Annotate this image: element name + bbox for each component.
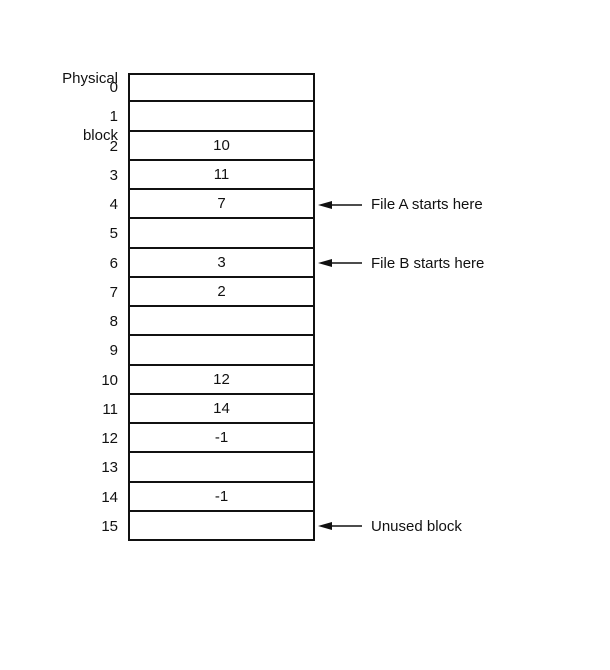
table-row: 11 14 [0,394,484,424]
annotation-label: File B starts here [371,254,485,272]
row-index-label: 13 [101,459,118,477]
row-index-label: 7 [109,283,118,301]
table-row: 3 11 [0,160,484,190]
fat-entry-cell [128,219,315,249]
row-index-label: 11 [102,400,118,418]
fat-entry-cell [128,511,315,541]
left-arrow-icon [318,200,362,209]
physical-block-label-line1: Physical [62,70,118,87]
row-annotation: File A starts here [318,190,483,219]
fat-entry-cell: 11 [128,160,315,190]
table-row: 1 [0,102,484,132]
annotation-label: Unused block [371,517,462,535]
row-annotation: File B starts here [318,249,484,278]
fat-entry-cell [128,73,315,103]
row-index-label: 6 [109,254,118,272]
table-row: 2 10 [0,131,484,161]
row-index-label: 14 [101,488,118,506]
fat-entry-cell: -1 [128,424,315,454]
fat-entry-cell [128,453,315,483]
fat-entry-cell: 2 [128,277,315,307]
table-row: 9 [0,336,484,366]
table-row: 8 [0,307,484,337]
row-index-label: 4 [109,196,118,214]
row-index-label: 12 [101,430,118,448]
row-annotation: Unused block [318,512,462,541]
row-index-label: 1 [109,108,118,126]
fat-entry-cell: 12 [128,365,315,395]
table-row: 5 [0,219,484,249]
physical-block-label-line2: block [82,127,118,144]
fat-entry-cell [128,336,315,366]
fat-entry-cell: 3 [128,248,315,278]
physical-block-label: Physical block [0,31,118,183]
table-row: 12 -1 [0,424,484,454]
table-row: 0 [0,73,484,103]
table-row: 13 [0,453,484,483]
fat-entry-cell: 14 [128,394,315,424]
annotation-label: File A starts here [371,196,483,214]
table-row: 14 -1 [0,482,484,512]
row-index-label: 0 [109,79,118,97]
row-index-label: 2 [109,137,118,155]
table-row: 10 12 [0,365,484,395]
fat-entry-cell: 10 [128,131,315,161]
fat-entry-cell [128,307,315,337]
row-index-label: 8 [109,313,118,331]
fat-entry-cell: 7 [128,190,315,220]
row-index-label: 9 [109,342,118,360]
left-arrow-icon [318,259,362,268]
left-arrow-icon [318,522,362,531]
row-index-label: 10 [101,371,118,389]
row-index-label: 15 [101,517,118,535]
row-index-label: 5 [109,225,118,243]
row-index-label: 3 [109,166,118,184]
fat-entry-cell: -1 [128,482,315,512]
fat-entry-cell [128,102,315,132]
table-row: 15 Unused block [0,511,484,541]
